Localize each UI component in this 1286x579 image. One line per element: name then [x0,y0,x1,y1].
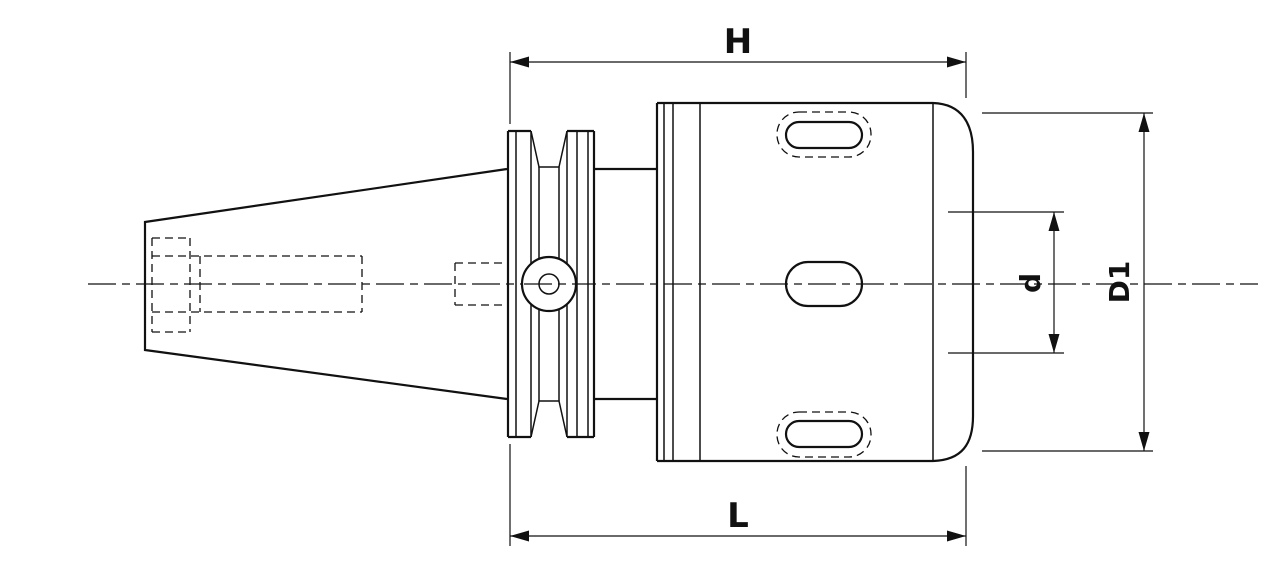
dim-d1-label: D1 [1103,261,1136,304]
flange-groove-top [530,130,568,168]
dimension-l: L [509,444,967,546]
chuck-body [655,101,975,463]
slot-bottom-hidden [776,411,872,458]
arrowhead-down [1048,334,1060,353]
arrowhead-up [1138,113,1150,132]
flange-groove-bottom [530,400,568,438]
slot-top [784,120,864,150]
slot-top-hidden [776,111,872,158]
v-flange [506,129,596,439]
dim-d-label: d [1014,273,1047,293]
end-cap-outline [932,101,975,463]
arrowhead-right [947,56,966,68]
dim-l-label: L [727,496,749,536]
arrowhead-down [1138,432,1150,451]
slot-middle [784,260,864,308]
taper-shank [143,167,508,401]
dim-h-label: H [724,22,752,62]
arrowhead-left [510,56,529,68]
arrowhead-up [1048,212,1060,231]
neck [594,167,657,401]
dimension-d: d [948,211,1064,354]
dimension-h: H [509,22,967,124]
dimension-d1: D1 [982,112,1153,452]
arrowhead-right [947,530,966,542]
slot-bottom [784,419,864,449]
shank-outline [143,167,508,401]
arrowhead-left [510,530,529,542]
